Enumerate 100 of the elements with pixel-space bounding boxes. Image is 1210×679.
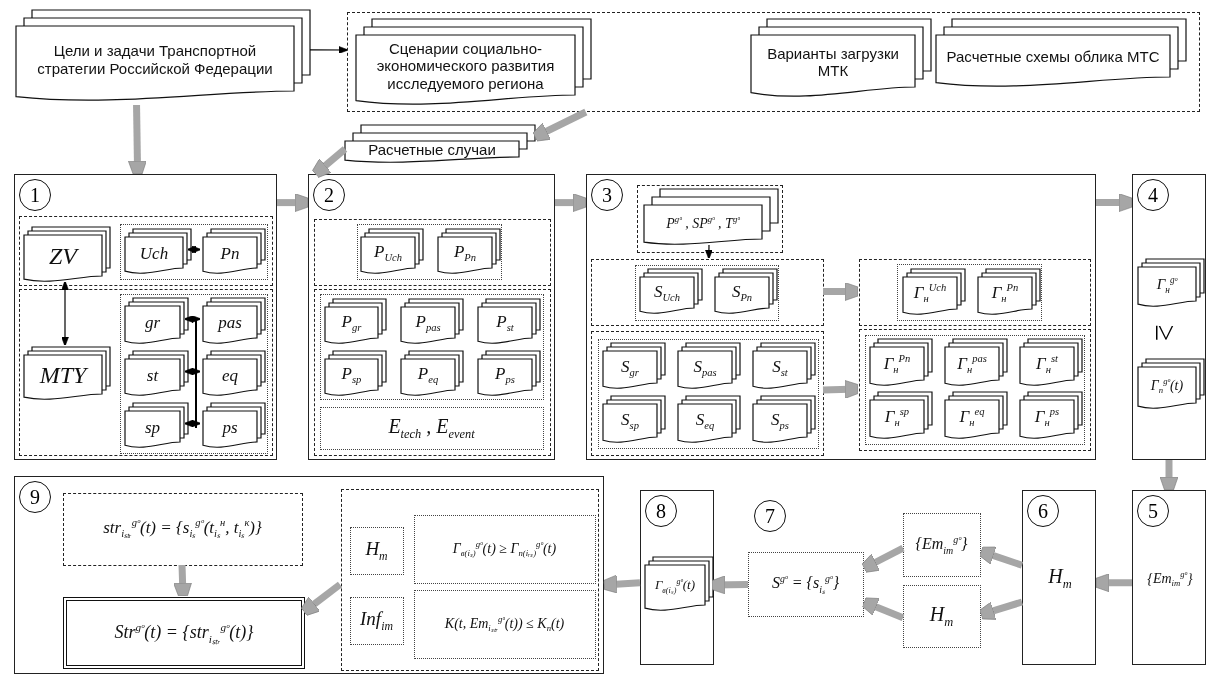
document-stack [361, 229, 423, 276]
group-frame [859, 259, 1091, 326]
document-stack [203, 298, 265, 346]
formula: pas [218, 313, 242, 333]
formula: P$_{ps}$ [495, 364, 515, 387]
document-stack [870, 339, 932, 388]
node-text: Расчетные случаи [368, 141, 496, 159]
document-stack [1020, 339, 1082, 388]
document-stack [24, 227, 110, 284]
formula: P$^{gᵒ}$ , SP$^{gᵒ}$ , T$^{gᵒ}$ [666, 214, 740, 232]
document-stack [753, 343, 815, 391]
formula: Inf$_{im}$ [360, 607, 393, 634]
formula: Pn [220, 243, 240, 264]
document-stack [978, 269, 1040, 317]
formula-box [63, 493, 303, 566]
step-panel [1132, 174, 1206, 460]
formula: str$_{iₛₜᵣ}$$^{gᵒ}$(t) = {s$_{iₛ}$$^{gᵒ}$(t$_{iₛ}$$^{н}$, t$_{iₛ}$$^{к}$)} [103, 517, 262, 541]
document-stack [678, 343, 740, 391]
formula: S$_{ps}$ [771, 410, 789, 433]
formula: P$_{Pn}$ [453, 242, 477, 265]
document-stack [603, 343, 665, 391]
formula: Γ$_{в(iₛ)}$$^{gᵒ}$(t) [654, 576, 696, 596]
formula: {Em$_{im}$$^{gᵒ}$} [1147, 568, 1193, 589]
formula: P$_{st}$ [496, 312, 514, 335]
formula: S$_{pas}$ [693, 356, 717, 380]
relation-sign: ≥ [1151, 324, 1182, 342]
formula: H$_{m}$ [1048, 565, 1072, 592]
group-frame [19, 216, 273, 286]
document-stack [401, 299, 463, 346]
formula: Uch [139, 243, 169, 264]
step-panel [14, 476, 604, 674]
document-stack [345, 125, 535, 165]
document-stack [945, 339, 1007, 388]
group-frame [120, 294, 268, 454]
formula: E$_{tech}$ , E$_{event}$ [388, 414, 475, 442]
step-panel [14, 174, 277, 460]
formula: K(t, Em$_{iₛₜᵣ}$$^{gᵒ}$(t)) ≤ K$_{п}$(t) [444, 614, 565, 634]
document-stack [870, 392, 932, 441]
formula: H$_{m}$ [929, 602, 954, 630]
document-stack [678, 396, 740, 445]
document-stack [1020, 392, 1082, 441]
formula: {Em$_{im}$$^{gᵒ}$} [915, 533, 968, 556]
document-stack [478, 351, 540, 398]
formula-box [320, 407, 544, 450]
document-stack [24, 347, 110, 402]
group-frame [19, 289, 273, 456]
document-stack [753, 396, 815, 445]
group-frame [314, 289, 551, 456]
document-stack [640, 269, 702, 316]
node-text: Расчетные схемы облика МТС [946, 48, 1160, 66]
step-panel [586, 174, 1096, 460]
formula: ps [222, 417, 238, 438]
group-frame [120, 224, 268, 280]
document-stack [125, 351, 188, 398]
group-frame [591, 259, 824, 326]
formula: ZV [49, 242, 77, 271]
document-stack [325, 299, 386, 346]
node-text: Цели и задачи Транспортной стратегии Российской Федерации [36, 42, 274, 77]
formula-box [903, 513, 981, 577]
formula-box [748, 552, 864, 617]
document-stack [401, 351, 463, 398]
formula: MTY [39, 361, 87, 390]
formula: P$_{eq}$ [417, 364, 439, 387]
document-stack [125, 229, 191, 276]
node-text: Сценарии социально-экономического развития исследуемого региона [375, 40, 556, 92]
formula: S$_{Uch}$ [653, 282, 680, 305]
formula: P$_{pas}$ [415, 312, 441, 335]
document-stack [125, 403, 188, 450]
formula: H$_{m}$ [365, 537, 388, 564]
result-box [63, 597, 305, 669]
step-panel [308, 174, 555, 460]
group-frame [897, 264, 1042, 321]
group-frame [598, 339, 819, 449]
document-stack [125, 298, 188, 346]
formula: S$_{gr}$ [621, 356, 639, 380]
formula: P$_{gr}$ [341, 312, 362, 335]
formula: st [146, 365, 159, 386]
formula: Γ$_{в(iₛ)}$$^{gᵒ}$(t) ≥ Γ$_{п(iᵣₛ)}$$^{gᵒ}$(t) [452, 539, 557, 559]
document-stack [203, 403, 265, 450]
formula: S$^{gᵒ}$ = {s$_{iₛ}$$^{gᵒ}$} [771, 573, 840, 595]
step-panel [1132, 490, 1206, 665]
group-frame [591, 331, 824, 456]
formula: P$_{sp}$ [341, 364, 362, 387]
formula: S$_{sp}$ [621, 410, 639, 433]
group-frame [314, 219, 551, 286]
document-stack [603, 396, 665, 445]
step-panel [1022, 490, 1096, 665]
step-panel [640, 490, 714, 665]
group-frame [357, 224, 502, 280]
group-frame [320, 294, 544, 400]
document-stack [1138, 359, 1204, 411]
formula: S$_{st}$ [772, 356, 788, 380]
document-stack [644, 189, 778, 247]
document-stack [645, 557, 713, 613]
formula: P$_{Uch}$ [374, 242, 402, 265]
document-stack [203, 351, 265, 398]
formula: Str$^{gᵒ}$(t) = {str$_{iₛₜᵣ}$$^{gᵒ}$(t)} [114, 620, 254, 646]
formula-box [414, 590, 596, 659]
node-text: Варианты загрузки МТК [766, 44, 900, 80]
document-stack [438, 229, 500, 276]
